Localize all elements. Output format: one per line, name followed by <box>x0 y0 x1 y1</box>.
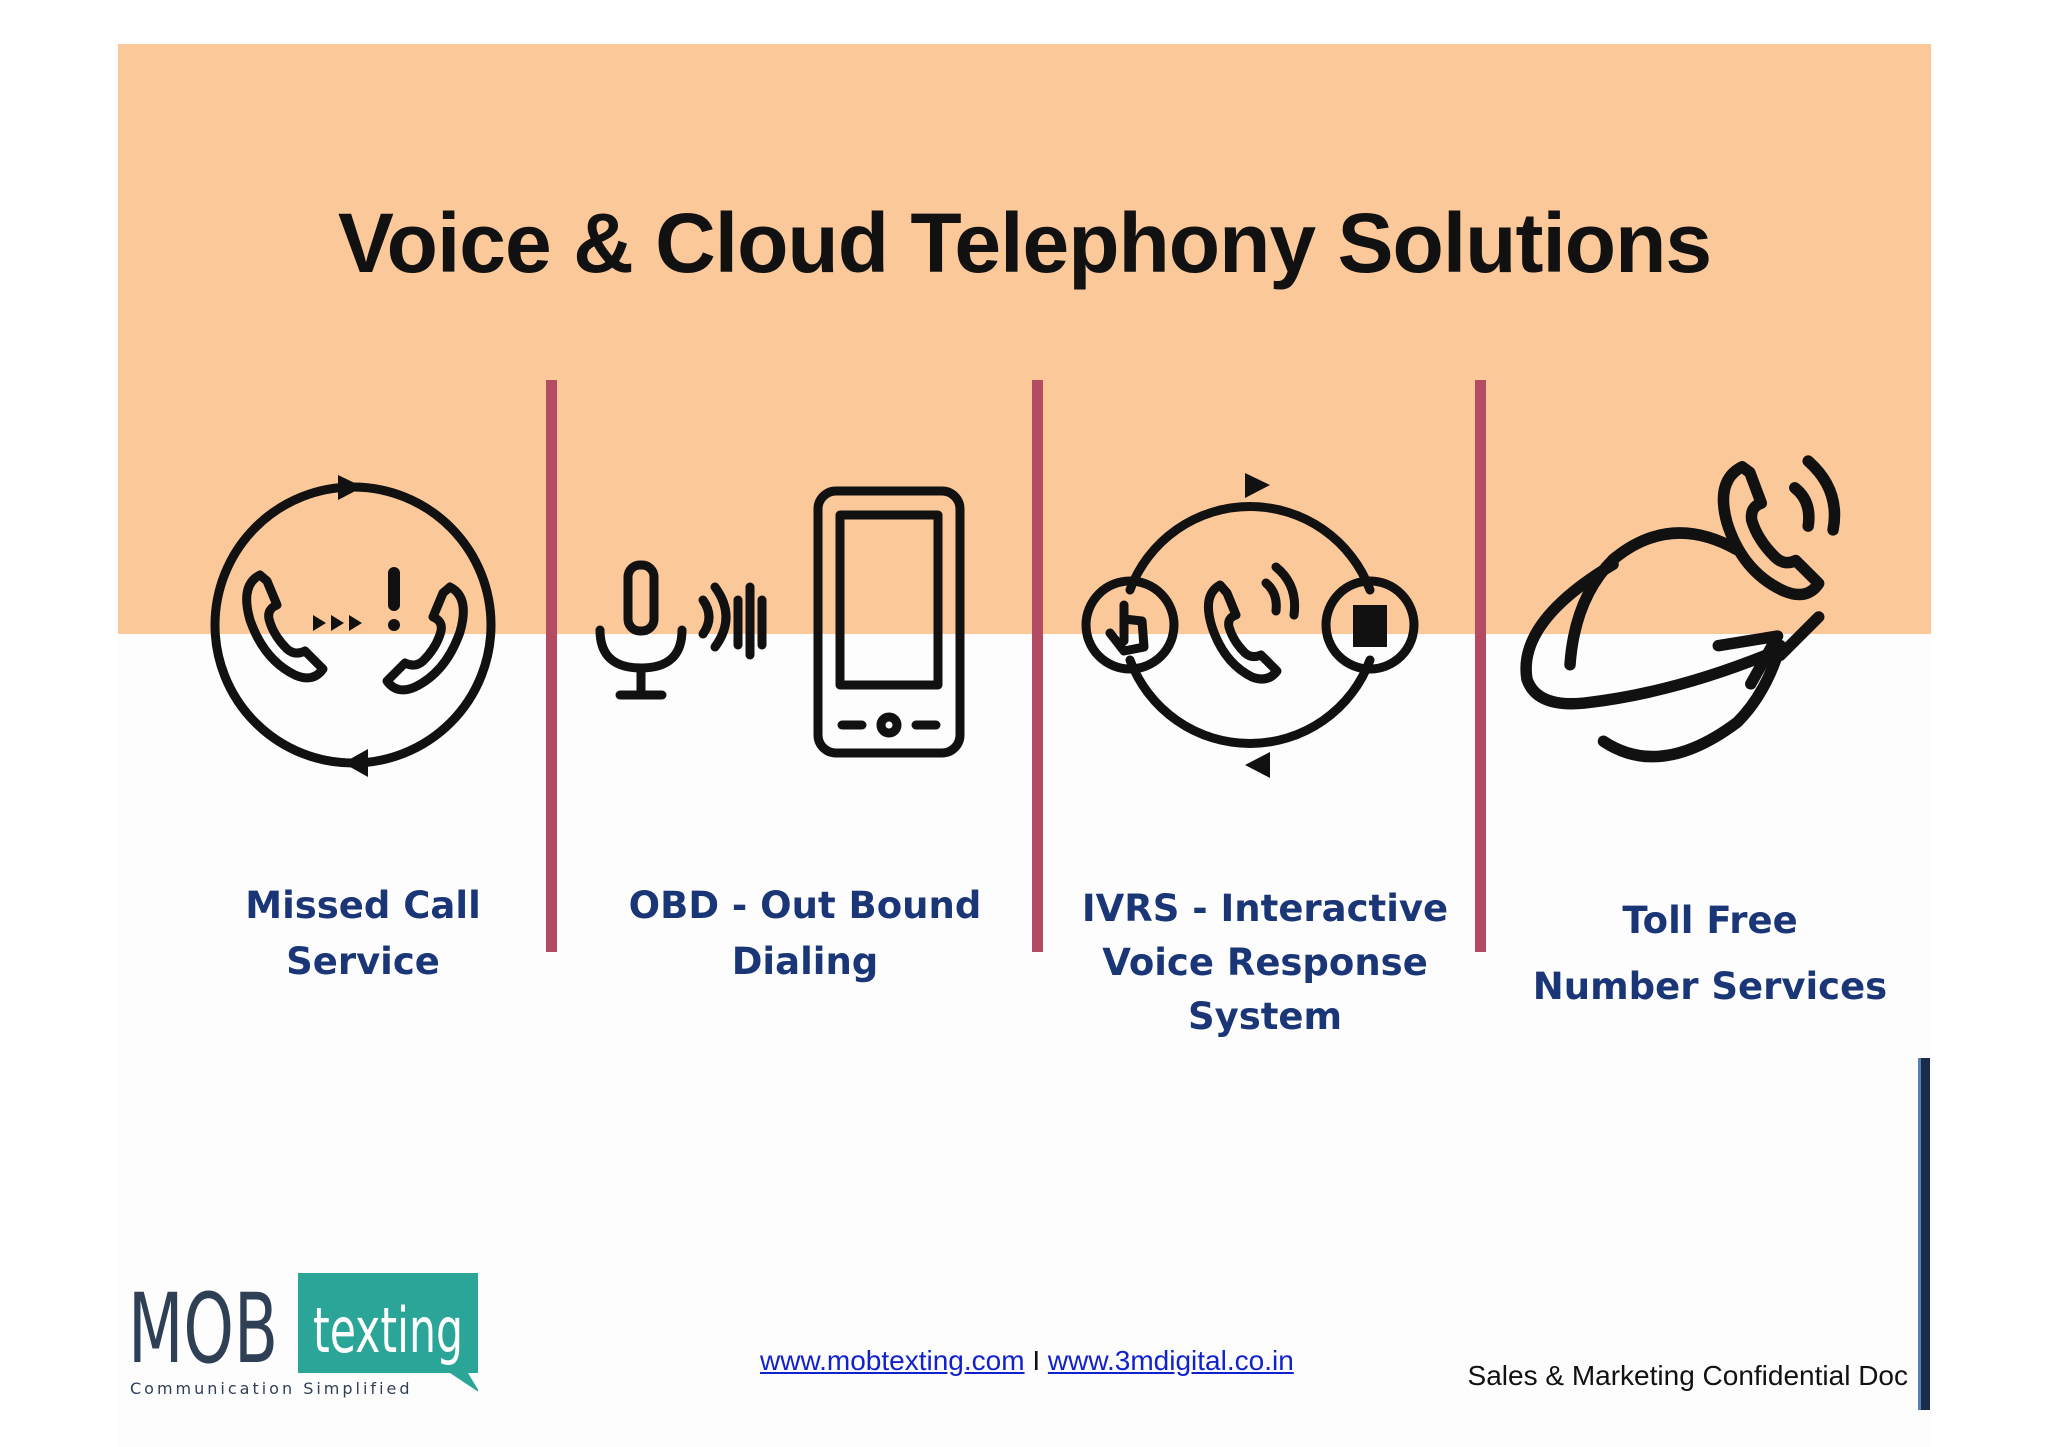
3mdigital-link[interactable]: www.3mdigital.co.in <box>1047 1345 1294 1376</box>
outbound-dialing-icon <box>590 455 980 785</box>
header-band <box>118 44 1931 634</box>
page-title: Voice & Cloud Telephony Solutions <box>337 196 1712 290</box>
toll-free-icon <box>1500 440 1860 770</box>
mobtexting-logo: MOB texting Communication Simplified <box>128 1270 480 1400</box>
divider-3 <box>1475 380 1486 952</box>
footer-links: www.mobtexting.com I www.3mdigital.co.in <box>760 1345 1294 1377</box>
mobtexting-link[interactable]: www.mobtexting.com <box>760 1345 1025 1376</box>
svg-text:Communication Simplified: Communication Simplified <box>130 1379 413 1398</box>
link-separator: I <box>1024 1345 1048 1376</box>
right-edge-rule <box>1918 1058 1930 1410</box>
divider-1 <box>546 380 557 952</box>
svg-text:MOB: MOB <box>128 1273 278 1385</box>
label-toll-free: Toll Free Number Services <box>1532 899 1888 1008</box>
ivrs-icon <box>1080 455 1430 785</box>
label-missed-call: Missed Call Service <box>245 884 481 983</box>
svg-text:texting: texting <box>313 1294 463 1367</box>
label-obd: OBD - Out Bound Dialing <box>628 884 982 983</box>
missed-call-icon <box>198 455 508 785</box>
confidential-note: Sales & Marketing Confidential Doc <box>1467 1360 1908 1391</box>
divider-2 <box>1032 380 1043 952</box>
label-ivrs: IVRS - Interactive Voice Response System <box>1081 887 1449 1038</box>
